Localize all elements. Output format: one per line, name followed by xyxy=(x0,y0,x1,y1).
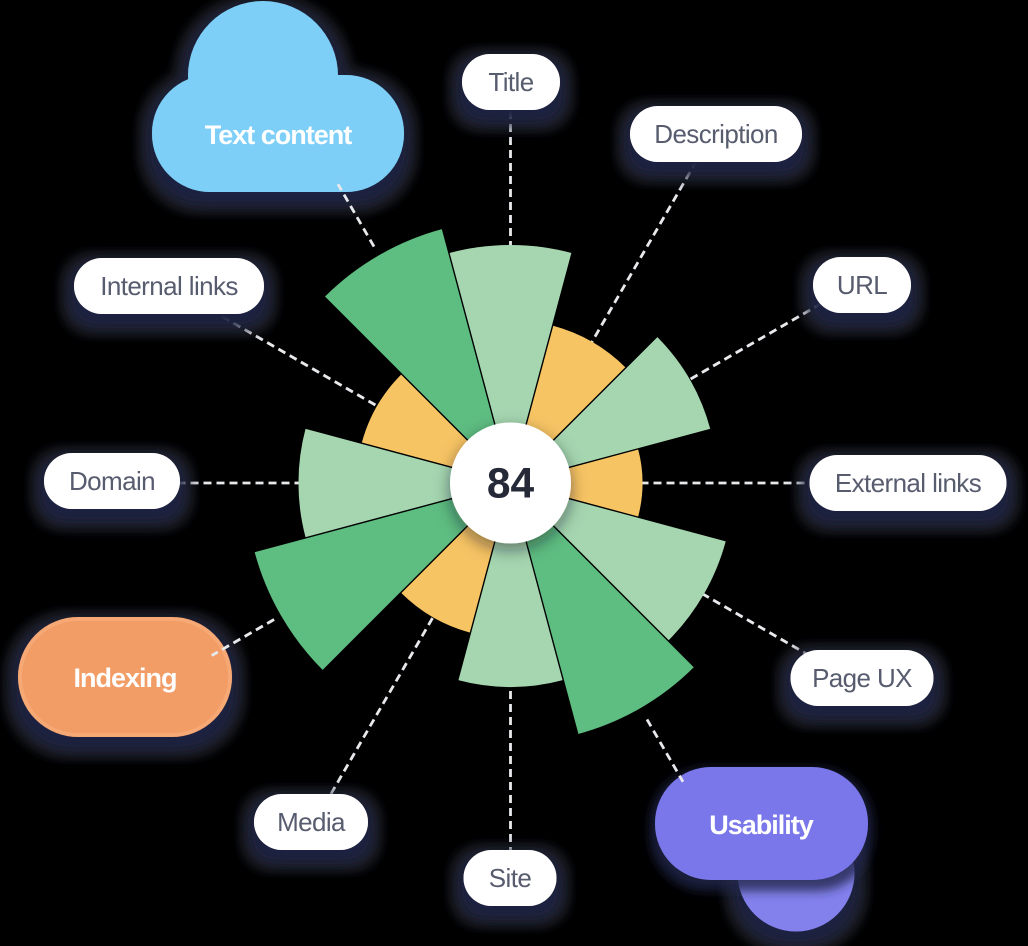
svg-text:84: 84 xyxy=(487,461,535,508)
svg-text:Internal links: Internal links xyxy=(100,271,238,301)
svg-text:Text content: Text content xyxy=(205,120,353,150)
svg-text:Usability: Usability xyxy=(709,810,814,840)
svg-text:Title: Title xyxy=(488,67,533,97)
svg-text:Indexing: Indexing xyxy=(73,663,176,693)
svg-text:Page UX: Page UX xyxy=(812,663,912,693)
svg-text:Description: Description xyxy=(654,119,777,149)
svg-text:Media: Media xyxy=(277,807,346,837)
svg-text:External links: External links xyxy=(835,468,982,498)
svg-text:URL: URL xyxy=(837,270,887,300)
svg-text:Domain: Domain xyxy=(69,466,155,496)
svg-text:Site: Site xyxy=(489,863,532,893)
